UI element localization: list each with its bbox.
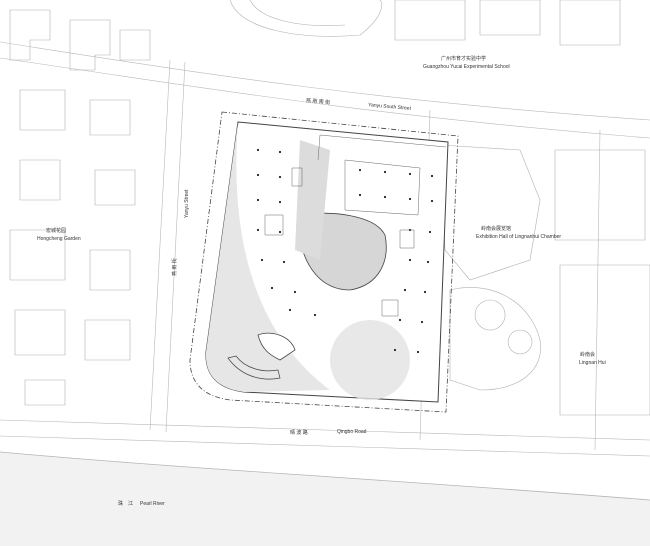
street-yanyu-en: Yanyu Street xyxy=(184,189,190,218)
column-grid xyxy=(256,148,434,354)
lingnan-label-zh: 岭南会 xyxy=(580,352,596,358)
surrounding-buildings-west xyxy=(9,9,151,406)
exhibition-label-zh: 岭南会展览馆 xyxy=(481,226,512,232)
river-label-zh: 珠 江 xyxy=(118,501,134,507)
street-qingbo-zh: 晴 波 路 xyxy=(290,430,308,436)
riverbank-line xyxy=(0,451,650,501)
garden-label-en: Hongcheng Garden xyxy=(37,236,81,242)
plaza-shading xyxy=(205,122,330,392)
sunken-plaza-circle xyxy=(330,320,410,400)
street-yanyu-zh: 燕 雨 街 xyxy=(172,258,178,276)
lingnan-label-en: Lingnan Hui xyxy=(579,360,606,366)
exhibition-label-en: Exhibition Hall of Lingnanhui Chamber xyxy=(476,234,562,240)
lingnan-hui-block xyxy=(554,149,650,416)
interior-partitions xyxy=(264,134,447,317)
entry-canopy-shadow xyxy=(295,140,330,260)
street-qingbo-en: Qingbo Road xyxy=(337,429,367,435)
pavilion-shape xyxy=(257,332,296,361)
river-label-en: Pearl River xyxy=(140,501,165,507)
exhibition-hall-outline xyxy=(439,144,541,391)
school-grounds xyxy=(229,0,621,46)
river-area xyxy=(0,452,650,546)
school-label-en: Guangzhou Yucai Experimental School xyxy=(423,64,510,70)
site-boundary xyxy=(189,111,459,413)
school-label-zh: 广州市育才实验中学 xyxy=(441,56,487,62)
amphitheater-steps xyxy=(227,355,281,380)
garden-label-zh: 宏城花园 xyxy=(46,228,67,234)
